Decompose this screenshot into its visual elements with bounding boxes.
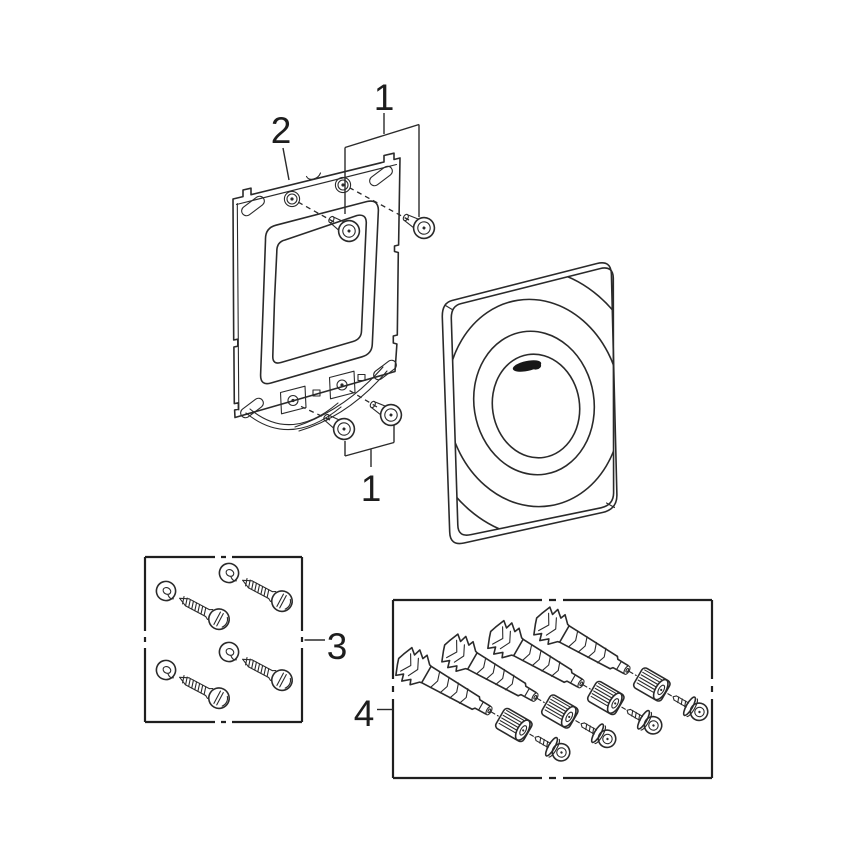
leader-line: [297, 201, 335, 223]
screw-with-washer: [214, 637, 297, 695]
plate-chamfer: [444, 304, 454, 311]
parts-box-4: [388, 598, 717, 780]
fixing-screw: [364, 393, 407, 431]
frame-top-notch: [305, 172, 322, 180]
frame-flange-left: [279, 385, 307, 415]
plate-face: [450, 267, 615, 536]
frame-top-thickness: [235, 163, 398, 206]
callout-label: 1: [374, 77, 395, 118]
frame-boss: [283, 190, 301, 208]
callout-4: 4: [354, 693, 393, 734]
callout-label: 4: [354, 693, 375, 734]
plate-concentric-rings: [451, 267, 614, 536]
frame-spring-wires: [245, 366, 388, 432]
leader-line: [346, 388, 378, 408]
frame-slot-top-left: [241, 195, 265, 217]
callout-1-top: 1: [344, 77, 420, 217]
plate-chamfer: [605, 502, 616, 509]
frame-clip: [357, 373, 366, 382]
screw-with-washer: [151, 576, 234, 634]
callout-3: 3: [304, 626, 348, 667]
callout-1-bottom: 1: [344, 425, 395, 509]
callout-label: 1: [361, 468, 382, 509]
frame-hole: [286, 193, 298, 205]
screw-with-washer: [151, 655, 234, 713]
frame-plate-outline: [232, 152, 401, 419]
plate-flush-button: [491, 353, 581, 459]
callout-label: 3: [327, 626, 348, 667]
mounting-frame: [232, 152, 401, 432]
frame-slot-bottom-right: [373, 359, 397, 381]
frame-flange-right: [328, 370, 356, 400]
frame-hole: [337, 179, 349, 191]
callout-2: 2: [271, 110, 292, 181]
grohe-logo: [512, 360, 542, 372]
plate-side-thickness: [441, 262, 618, 545]
frame-inner-ring-outer: [259, 200, 380, 385]
leader-line: [297, 404, 331, 421]
parts-box-3: [143, 555, 304, 724]
screw-with-washer: [214, 558, 297, 616]
flush-plate: [441, 262, 618, 545]
leader-line: [349, 187, 410, 221]
frame-slot-bottom-left: [240, 397, 264, 419]
frame-boss: [334, 176, 352, 194]
frame-left-thickness: [236, 202, 240, 411]
fixing-screws: [297, 187, 440, 445]
callout-label: 2: [271, 110, 292, 151]
frame-slot-top-right: [369, 165, 393, 187]
frame-clip: [312, 389, 321, 397]
frame-opening: [271, 214, 368, 364]
